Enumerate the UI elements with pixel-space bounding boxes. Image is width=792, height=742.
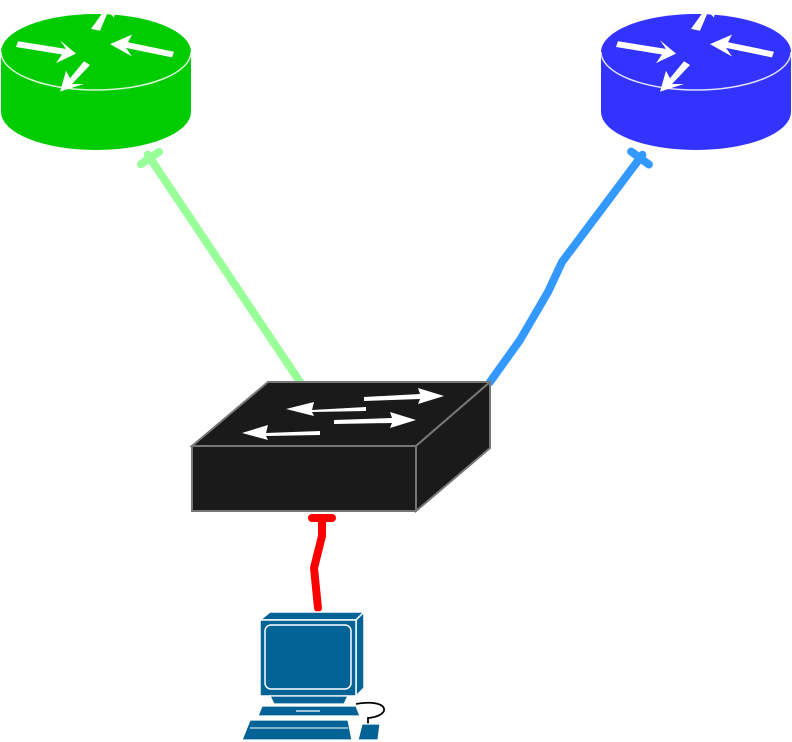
computer-icon xyxy=(241,610,385,741)
switch-icon xyxy=(189,379,493,514)
link-switch-router-right xyxy=(486,147,653,386)
link-switch-router-left xyxy=(136,147,304,386)
router-icon xyxy=(0,0,192,150)
link-workstation-switch xyxy=(308,514,336,612)
router-icon xyxy=(600,0,792,150)
